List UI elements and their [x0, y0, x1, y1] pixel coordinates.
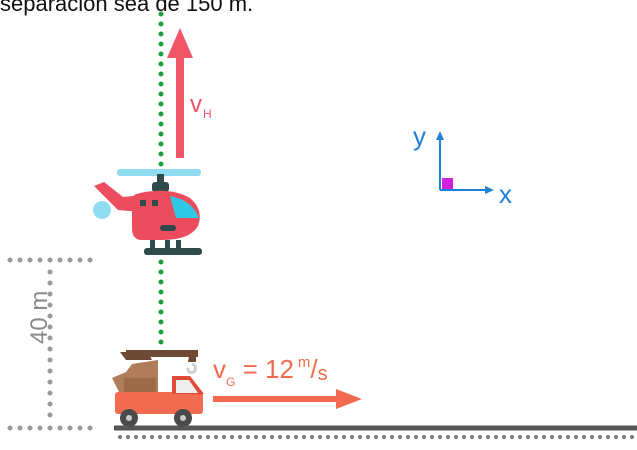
height-dimension [7, 257, 99, 431]
truck-velocity-arrow [213, 389, 362, 409]
header-text: separación sea de 150 m. [0, 0, 254, 16]
helicopter-velocity-arrow [167, 28, 193, 158]
height-label: 40 m [26, 290, 53, 344]
crane-truck-icon [112, 350, 204, 427]
helicopter-velocity-label: vH [190, 91, 212, 121]
helicopter-icon [93, 169, 202, 255]
axis-x-label: x [499, 179, 512, 209]
coordinate-axes [436, 131, 494, 194]
axis-y-label: y [413, 121, 426, 151]
origin-square [442, 178, 453, 189]
